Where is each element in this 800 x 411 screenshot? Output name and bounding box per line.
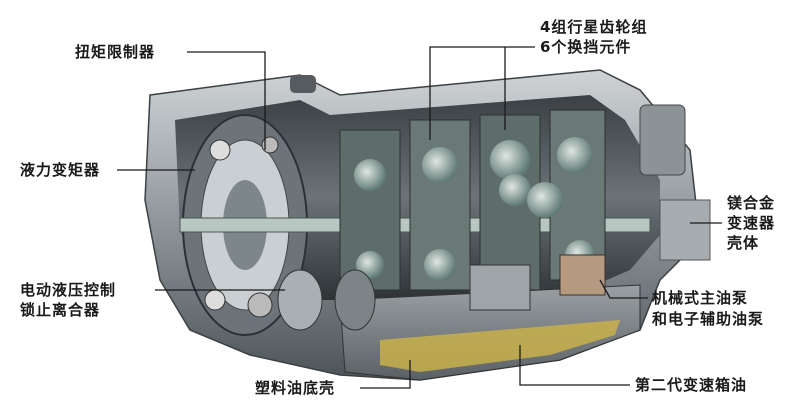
label-pumps-line2: 和电子辅助油泵 xyxy=(652,310,765,328)
filler-cap xyxy=(290,75,316,93)
leader-lines xyxy=(117,46,722,389)
label-torque-limiter: 扭矩限制器 xyxy=(75,43,156,61)
leader-fluid xyxy=(519,345,630,386)
transmission-fluid xyxy=(380,320,620,372)
label-planetary-line1: 4组行星齿轮组 xyxy=(540,18,648,36)
label-housing-line3: 壳体 xyxy=(727,234,760,252)
label-pumps-line1: 机械式主油泵 xyxy=(652,289,749,307)
label-fluid: 第二代变速箱油 xyxy=(635,376,748,394)
label-torque-converter: 液力变矩器 xyxy=(20,161,101,179)
rear-mount xyxy=(659,199,711,261)
leader-planetary xyxy=(429,46,535,140)
leader-torque-limiter xyxy=(187,51,266,150)
oil-pump-graphic xyxy=(469,264,531,311)
label-oil-pan: 塑料油底壳 xyxy=(255,379,336,397)
label-housing-line1: 镁合金 xyxy=(727,194,776,212)
label-lockup-clutch-line2: 锁止离合器 xyxy=(20,301,101,319)
label-housing-line2: 变速器 xyxy=(727,214,776,232)
label-planetary-line2: 6个换挡元件 xyxy=(540,38,632,56)
leader-oil-pan xyxy=(360,360,411,389)
oil-pan-graphic xyxy=(334,254,641,381)
output-flange xyxy=(639,104,686,176)
planetary-gear-sets xyxy=(339,109,606,291)
leader-pumps xyxy=(599,279,648,299)
label-lockup-clutch-line1: 电动液压控制 xyxy=(20,281,117,299)
